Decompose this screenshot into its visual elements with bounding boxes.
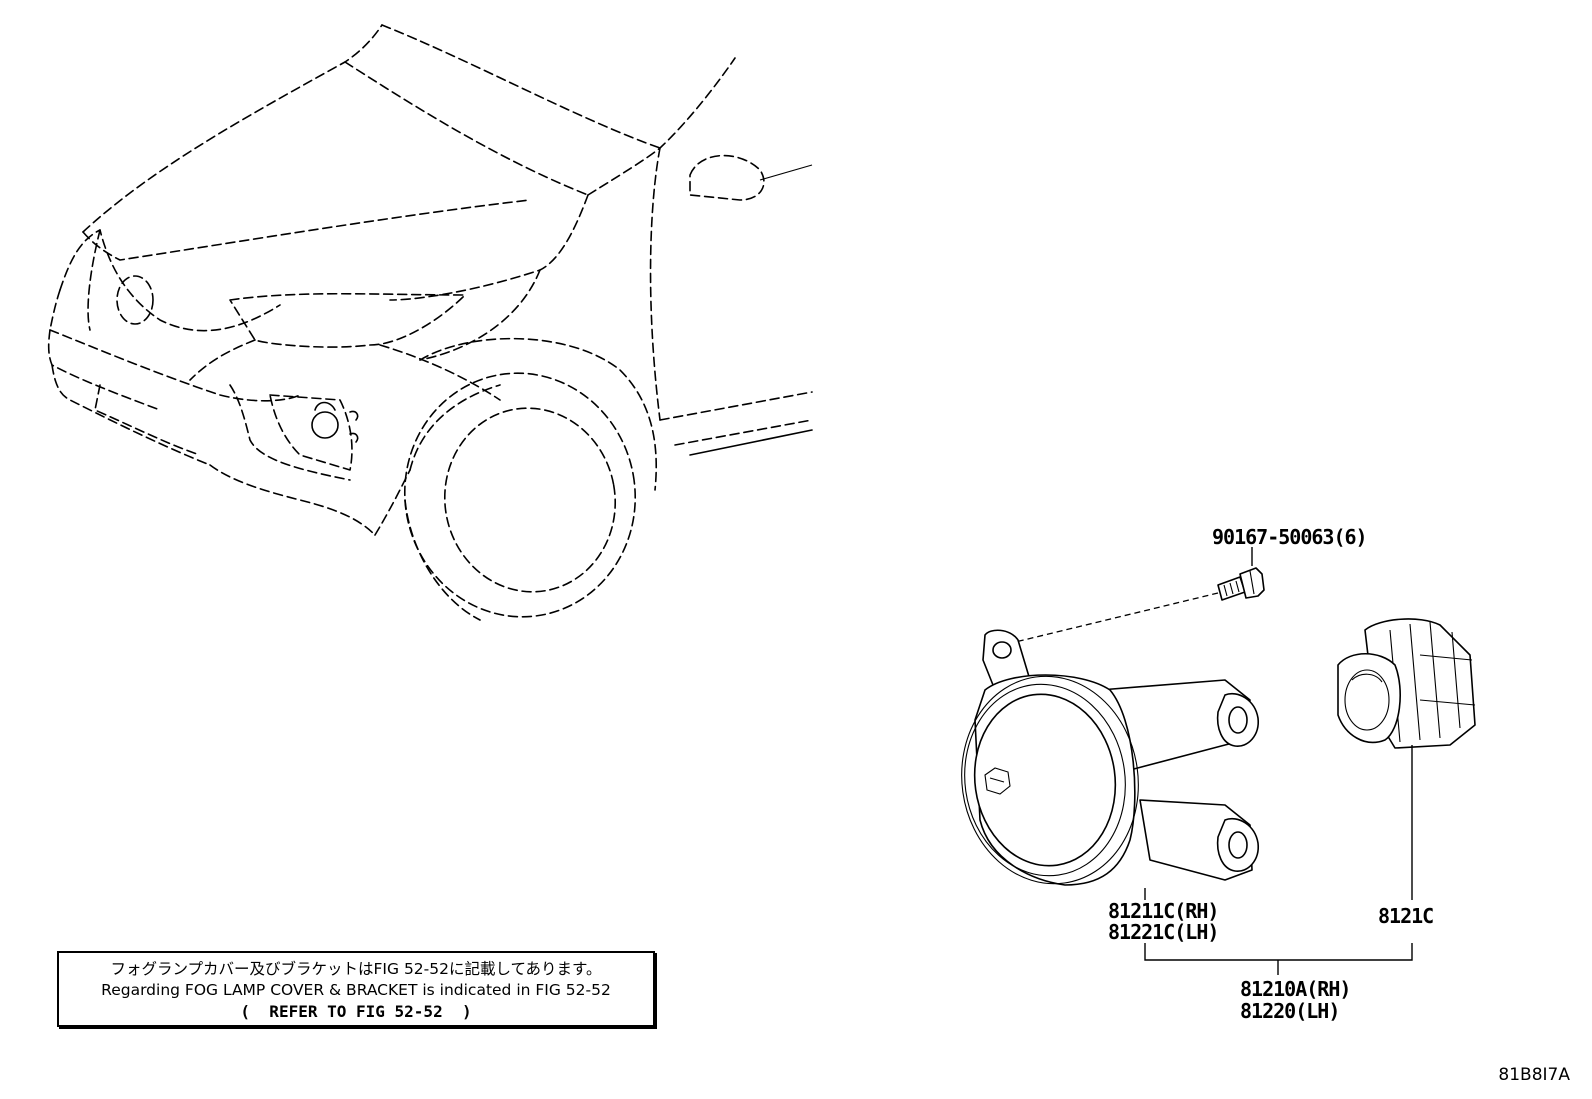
note-japanese-line: フォグランプカバー及びブラケットはFIG 52-52に記載してあります。 [110, 960, 602, 978]
note-english-line: Regarding FOG LAMP COVER & BRACKET is in… [101, 981, 611, 999]
lamp-unit-part-number-lh: 81221C(LH) [1108, 920, 1219, 944]
bolt-install-line [1002, 592, 1219, 646]
bulb-part-number: 8121C [1378, 904, 1434, 928]
assembly-bracket-line [1144, 943, 1413, 961]
assembly-part-number-lh: 81220(LH) [1240, 999, 1340, 1023]
bolt-part [1217, 567, 1265, 601]
lamp-unit-part-number-rh: 81211C(RH) [1108, 899, 1219, 923]
assembly-part-number-rh: 81210A(RH) [1240, 977, 1351, 1001]
note-refer-line: ( REFER TO FIG 52-52 ) [240, 1002, 472, 1021]
fog-lamp-unit [961, 629, 1259, 886]
bulb-part [1337, 618, 1476, 749]
illustration-code: 81B8I7A [1498, 1065, 1570, 1085]
bolt-part-number: 90167-50063(6) [1212, 525, 1368, 549]
vehicle-front-outline [47, 24, 813, 621]
reference-note-box: フォグランプカバー及びブラケットはFIG 52-52に記載してあります。 Reg… [57, 951, 655, 1027]
